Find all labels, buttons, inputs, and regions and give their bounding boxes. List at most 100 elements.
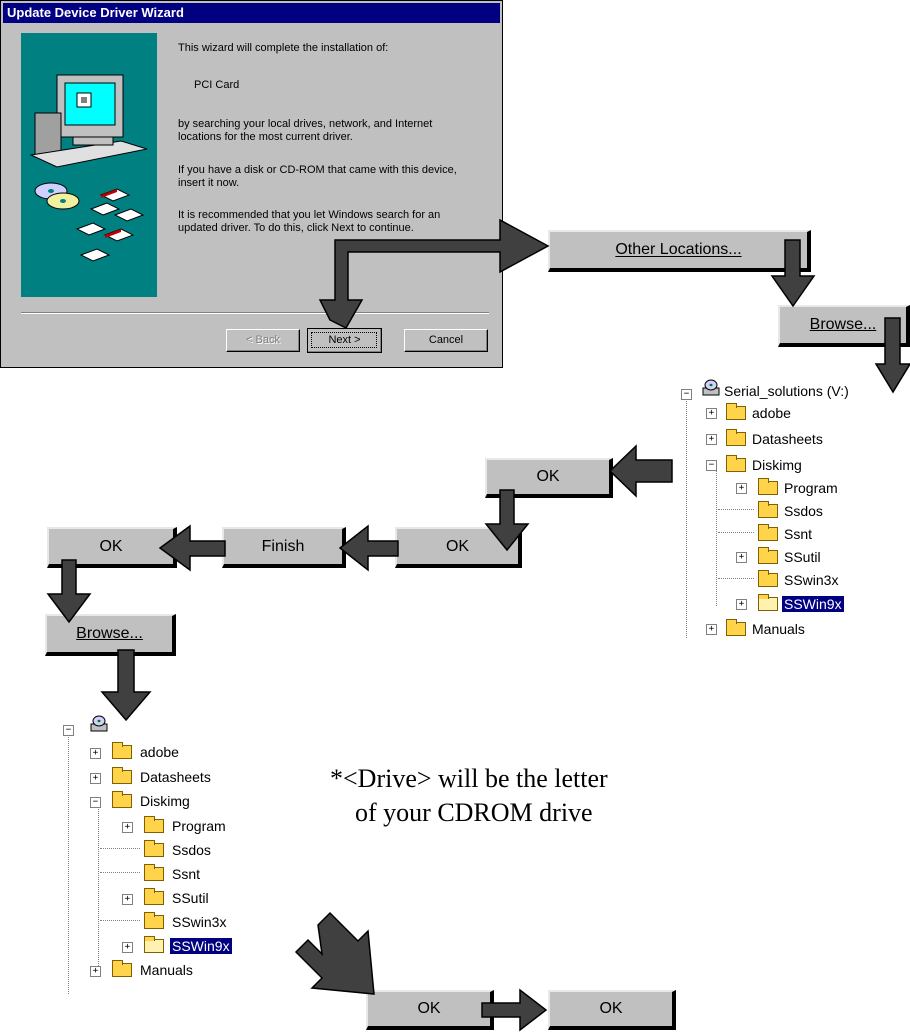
arrow-next-to-other-locations	[318, 218, 550, 329]
collapse-icon[interactable]: −	[681, 389, 692, 400]
collapse-icon[interactable]: −	[90, 797, 101, 808]
wizard-illustration	[21, 33, 157, 297]
tree-line	[100, 920, 140, 921]
focus-rect	[311, 332, 377, 348]
folder-icon	[726, 429, 746, 446]
other-locations-button[interactable]: Other Locations...	[548, 230, 811, 272]
tree-item[interactable]: Manuals	[140, 962, 193, 978]
dialog-title: Update Device Driver Wizard	[3, 3, 500, 23]
arrow-ok3-to-browse-2	[46, 559, 92, 624]
tree-line	[718, 532, 754, 533]
expand-icon[interactable]: +	[90, 748, 101, 759]
search-text-line2: locations for the most current driver.	[178, 131, 353, 143]
drive-note-line1: *<Drive> will be the letter	[330, 764, 608, 793]
folder-icon	[758, 478, 778, 495]
collapse-icon[interactable]: −	[706, 460, 717, 471]
folder-icon	[758, 524, 778, 541]
tree-line	[718, 509, 754, 510]
disk-text-line1: If you have a disk or CD-ROM that came w…	[178, 164, 457, 176]
tree-item[interactable]: Ssnt	[784, 526, 813, 542]
ok-button-5[interactable]: OK	[548, 990, 676, 1030]
selected-label: SSWin9x	[782, 596, 844, 612]
folder-icon	[758, 547, 778, 564]
expand-icon[interactable]: +	[706, 408, 717, 419]
tree-item[interactable]: Diskimg	[140, 793, 190, 809]
folder-icon	[726, 619, 746, 636]
folder-icon	[144, 840, 164, 857]
tree-item[interactable]: SSwin3x	[172, 914, 227, 930]
folder-tree-2: − + adobe + Datasheets − Diskimg + Progr…	[60, 714, 260, 1004]
expand-icon[interactable]: +	[122, 822, 133, 833]
arrow-finish-to-ok3	[158, 524, 226, 572]
cancel-button[interactable]: Cancel	[404, 329, 488, 352]
tree-item[interactable]: adobe	[140, 744, 179, 760]
folder-icon	[112, 742, 132, 759]
tree-item[interactable]: Program	[172, 818, 226, 834]
recommend-text-line2: updated driver. To do this, click Next t…	[178, 222, 414, 234]
tree-item-selected[interactable]: SSWin9x	[170, 936, 232, 956]
cdrom-drive-icon	[702, 379, 720, 396]
ok-button-4[interactable]: OK	[366, 990, 494, 1030]
folder-icon	[144, 912, 164, 929]
open-folder-icon	[758, 594, 778, 611]
tree-item[interactable]: Manuals	[752, 621, 805, 637]
separator-highlight	[21, 313, 489, 314]
expand-icon[interactable]: +	[736, 552, 747, 563]
arrow-ok4-to-ok5	[481, 988, 548, 1032]
tree-item[interactable]: SSwin3x	[784, 572, 839, 588]
collapse-icon[interactable]: −	[63, 725, 74, 736]
drive-note-line2: of your CDROM drive	[355, 798, 593, 827]
ok-button-3[interactable]: OK	[47, 527, 177, 568]
tree-item[interactable]: Ssnt	[172, 866, 201, 882]
folder-icon	[112, 791, 132, 808]
tree-line	[718, 578, 754, 579]
expand-icon[interactable]: +	[122, 942, 133, 953]
expand-icon[interactable]: +	[706, 434, 717, 445]
browse-button-2[interactable]: Browse...	[45, 614, 176, 656]
tree-line	[68, 728, 69, 994]
tree-line	[716, 468, 717, 606]
tree-item-selected[interactable]: SSWin9x	[782, 594, 844, 614]
search-text-line1: by searching your local drives, network,…	[178, 118, 433, 130]
folder-icon	[144, 888, 164, 905]
tree-line	[100, 848, 140, 849]
tree-item[interactable]: SSutil	[784, 549, 821, 565]
expand-icon[interactable]: +	[736, 599, 747, 610]
folder-icon	[758, 501, 778, 518]
next-button[interactable]: Next >	[307, 328, 382, 353]
folder-icon	[112, 960, 132, 977]
device-name: PCI Card	[194, 79, 240, 91]
arrow-browse2-to-tree	[100, 649, 152, 722]
folder-icon	[758, 570, 778, 587]
expand-icon[interactable]: +	[90, 773, 101, 784]
arrow-to-browse-1	[770, 239, 816, 308]
tree-root-drive[interactable]: Serial_solutions (V:)	[724, 383, 849, 399]
tree-line	[98, 806, 99, 966]
disk-text-line2: insert it now.	[178, 177, 240, 189]
arrow-tree-to-ok4	[294, 911, 375, 995]
back-button[interactable]: < Back	[226, 329, 300, 352]
other-locations-label: Other Locations...	[615, 241, 742, 258]
recommend-text-line1: It is recommended that you let Windows s…	[178, 209, 441, 221]
folder-icon	[726, 455, 746, 472]
expand-icon[interactable]: +	[736, 483, 747, 494]
tree-item[interactable]: Diskimg	[752, 457, 802, 473]
tree-item[interactable]: adobe	[752, 405, 791, 421]
tree-item[interactable]: Ssdos	[784, 503, 823, 519]
tree-item[interactable]: Datasheets	[140, 769, 211, 785]
tree-line	[686, 392, 687, 638]
separator	[21, 312, 489, 313]
expand-icon[interactable]: +	[122, 894, 133, 905]
tree-item[interactable]: SSutil	[172, 890, 209, 906]
arrow-tree-to-ok1	[608, 444, 673, 498]
tree-item[interactable]: Datasheets	[752, 431, 823, 447]
expand-icon[interactable]: +	[90, 966, 101, 977]
selected-label: SSWin9x	[170, 938, 232, 954]
tree-item[interactable]: Program	[784, 480, 838, 496]
update-device-driver-wizard: Update Device Driver Wizard	[0, 0, 503, 368]
tree-item[interactable]: Ssdos	[172, 842, 211, 858]
expand-icon[interactable]: +	[706, 624, 717, 635]
browse-label-1: Browse...	[809, 316, 877, 333]
arrow-ok2-to-finish	[338, 524, 399, 572]
